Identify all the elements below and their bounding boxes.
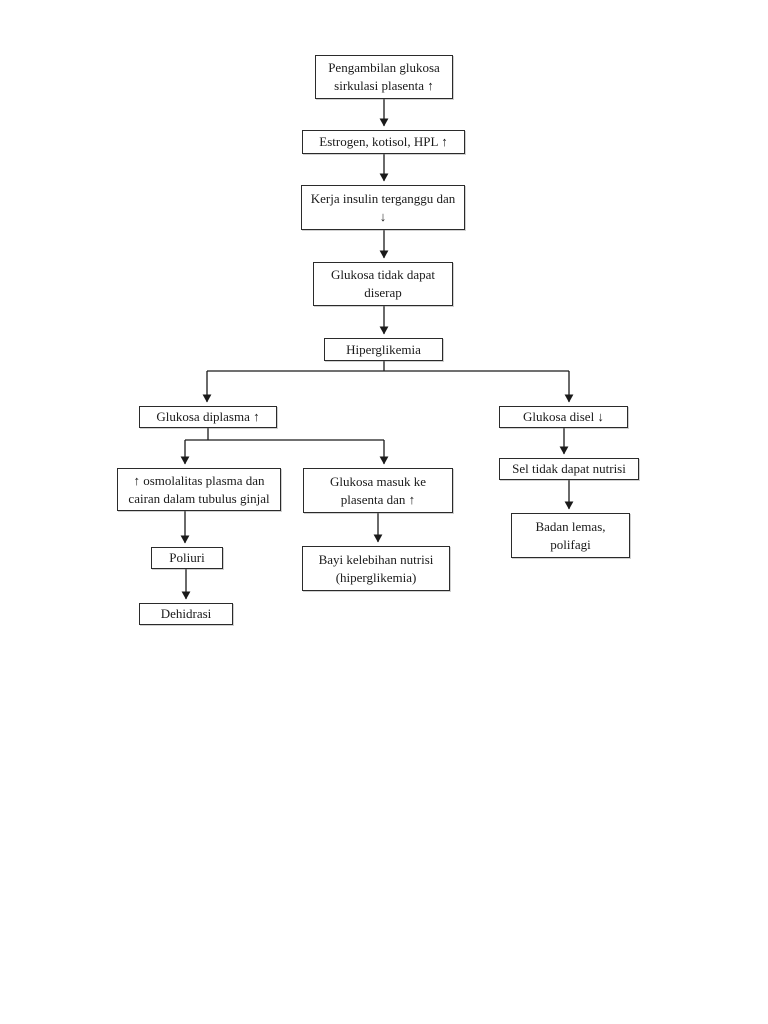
node-poliuri: Poliuri — [151, 547, 223, 569]
node-estrogen-kotisol-hpl: Estrogen, kotisol, HPL ↑ — [302, 130, 465, 154]
node-glukosa-disel: Glukosa disel ↓ — [499, 406, 628, 428]
node-bayi-kelebihan-nutrisi: Bayi kelebihan nutrisi (hiperglikemia) — [302, 546, 450, 591]
node-sel-tidak-dapat-nutrisi: Sel tidak dapat nutrisi — [499, 458, 639, 480]
node-hiperglikemia: Hiperglikemia — [324, 338, 443, 361]
node-pengambilan-glukosa: Pengambilan glukosa sirkulasi plasenta ↑ — [315, 55, 453, 99]
node-glukosa-masuk-plasenta: Glukosa masuk ke plasenta dan ↑ — [303, 468, 453, 513]
node-badan-lemas-polifagi: Badan lemas, polifagi — [511, 513, 630, 558]
node-glukosa-tidak-diserap: Glukosa tidak dapat diserap — [313, 262, 453, 306]
node-osmolalitas-plasma: ↑ osmolalitas plasma dan cairan dalam tu… — [117, 468, 281, 511]
node-kerja-insulin: Kerja insulin terganggu dan ↓ — [301, 185, 465, 230]
node-glukosa-diplasma: Glukosa diplasma ↑ — [139, 406, 277, 428]
node-dehidrasi: Dehidrasi — [139, 603, 233, 625]
